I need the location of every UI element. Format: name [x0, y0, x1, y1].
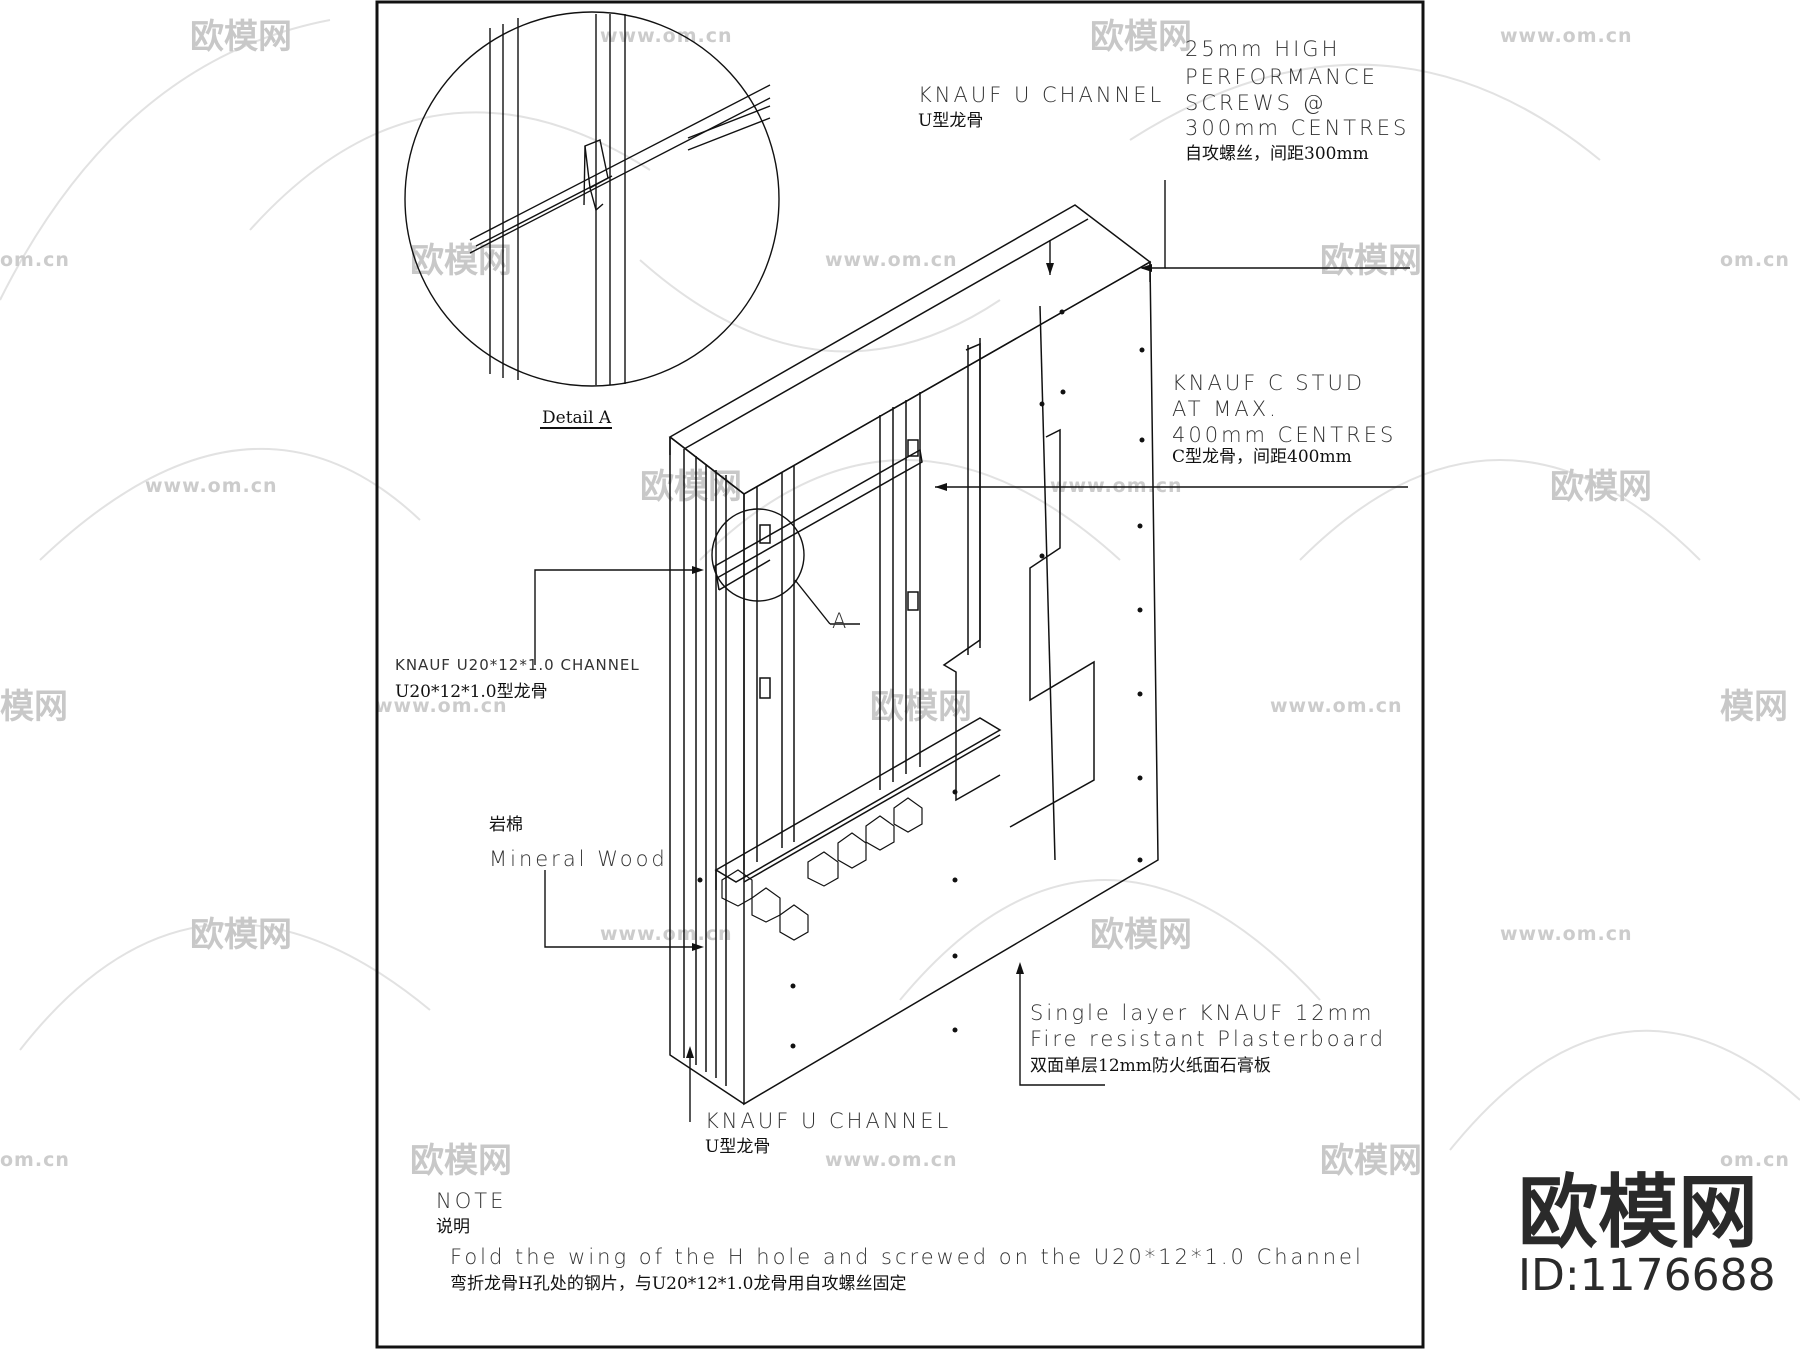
label-plasterboard-en-1: Single layer KNAUF 12mm: [1030, 1001, 1374, 1025]
watermark-logo-partial: 模网: [1720, 687, 1788, 727]
bottom-u-channel: [714, 717, 1002, 883]
label-u20-channel-zh: U20*12*1.0型龙骨: [395, 682, 548, 702]
brand-logo-text: 欧模网: [1518, 1166, 1758, 1259]
watermark-url: www.om.cn: [825, 249, 958, 271]
watermark-logo: 欧模网: [1320, 241, 1422, 281]
front-plasterboard-cut: [942, 342, 1001, 802]
watermark-url-partial: om.cn: [0, 1149, 70, 1171]
label-c-stud-en-2: AT MAX.: [1172, 397, 1279, 421]
wall-assembly: [668, 204, 1159, 1106]
leader-lines: [534, 180, 1410, 1122]
watermark-url: www.om.cn: [375, 695, 508, 717]
label-u-channel-bottom-en: KNAUF U CHANNEL: [705, 1109, 951, 1133]
label-c-stud-zh: C型龙骨，间距400mm: [1172, 447, 1352, 467]
labels: KNAUF U CHANNEL U型龙骨 25mm HIGH PERFORMAN…: [395, 37, 1409, 1294]
callout-circle-a: [711, 508, 805, 602]
watermark-url: www.om.cn: [1500, 923, 1633, 945]
watermark-logo: 欧模网: [870, 687, 972, 727]
label-screws-en-4: 300mm CENTRES: [1185, 116, 1409, 140]
watermark-logo: 欧模网: [1550, 467, 1652, 507]
back-plasterboard: [743, 260, 1159, 1106]
detail-a-view: [404, 11, 780, 387]
watermark-url: www.om.cn: [145, 475, 278, 497]
watermark-logo: 欧模网: [190, 915, 292, 955]
watermark-url: www.om.cn: [1500, 25, 1633, 47]
watermark-url: www.om.cn: [825, 1149, 958, 1171]
note-text-en: Fold the wing of the H hole and screwed …: [450, 1245, 1364, 1269]
watermark-url: www.om.cn: [1050, 475, 1183, 497]
watermark-logo: 欧模网: [1090, 915, 1192, 955]
watermark-url: www.om.cn: [600, 25, 733, 47]
watermark-url: www.om.cn: [600, 923, 733, 945]
label-u-channel-bottom-zh: U型龙骨: [705, 1137, 770, 1157]
screw-dots: [697, 309, 1145, 1049]
watermark-arcs: [0, 19, 1800, 1151]
label-u-channel-top-zh: U型龙骨: [918, 111, 983, 131]
label-mineral-zh: 岩棉: [489, 815, 523, 835]
label-plasterboard-en-2: Fire resistant Plasterboard: [1030, 1027, 1386, 1051]
u20-channel: [714, 448, 923, 580]
brand-id-label: ID:1176688: [1518, 1250, 1776, 1301]
watermark-url: www.om.cn: [1270, 695, 1403, 717]
mineral-wool-hatch: [721, 797, 923, 941]
note-heading-en: NOTE: [436, 1189, 506, 1213]
sheet-border: [375, 0, 1425, 1349]
leader-arrowheads: [686, 263, 1152, 1058]
watermark-logo: 欧模网: [640, 467, 742, 507]
detail-a-title: Detail A: [542, 408, 612, 428]
label-u20-channel-en: KNAUF U20*12*1.0 CHANNEL: [395, 656, 640, 674]
watermark-logo: 欧模网: [190, 17, 292, 57]
label-c-stud-en-1: KNAUF C STUD: [1172, 371, 1365, 395]
watermark-url-partial: om.cn: [0, 249, 70, 271]
note-heading-zh: 说明: [436, 1217, 470, 1237]
watermark-logo: 欧模网: [410, 241, 512, 281]
detail-a-circle: [404, 11, 780, 387]
label-c-stud-en-3: 400mm CENTRES: [1172, 423, 1396, 447]
label-u-channel-top-en: KNAUF U CHANNEL: [918, 83, 1164, 107]
studs: [743, 338, 981, 870]
watermark-logo-partial: 模网: [0, 687, 68, 727]
label-screws-en-1: 25mm HIGH: [1185, 37, 1340, 61]
label-mineral-en: Mineral Wood: [489, 847, 668, 871]
watermark-url-partial: om.cn: [1720, 1149, 1790, 1171]
label-screws-zh: 自攻螺丝，间距300mm: [1185, 144, 1369, 164]
label-plasterboard-zh: 双面单层12mm防火纸面石膏板: [1030, 1055, 1271, 1076]
watermark-url-partial: om.cn: [1720, 249, 1790, 271]
label-screws-en-3: SCREWS @: [1185, 91, 1327, 115]
callout-letter-a: A: [832, 609, 849, 633]
watermark-logos: 欧模网 欧模网 欧模网 欧模网 欧模网 欧模网 欧模网 模网 模网 欧模网 欧模…: [0, 17, 1788, 1181]
watermark-urls: www.om.cn www.om.cn om.cn www.om.cn om.c…: [0, 25, 1790, 1171]
left-edge: [669, 437, 745, 1105]
label-screws-en-2: PERFORMANCE: [1185, 65, 1378, 89]
watermark-logo: 欧模网: [410, 1141, 512, 1181]
note-text-zh: 弯折龙骨H孔处的钢片，与U20*12*1.0龙骨用自攻螺丝固定: [450, 1274, 906, 1294]
watermark-logo: 欧模网: [1320, 1141, 1422, 1181]
watermark-logo: 欧模网: [1090, 17, 1192, 57]
